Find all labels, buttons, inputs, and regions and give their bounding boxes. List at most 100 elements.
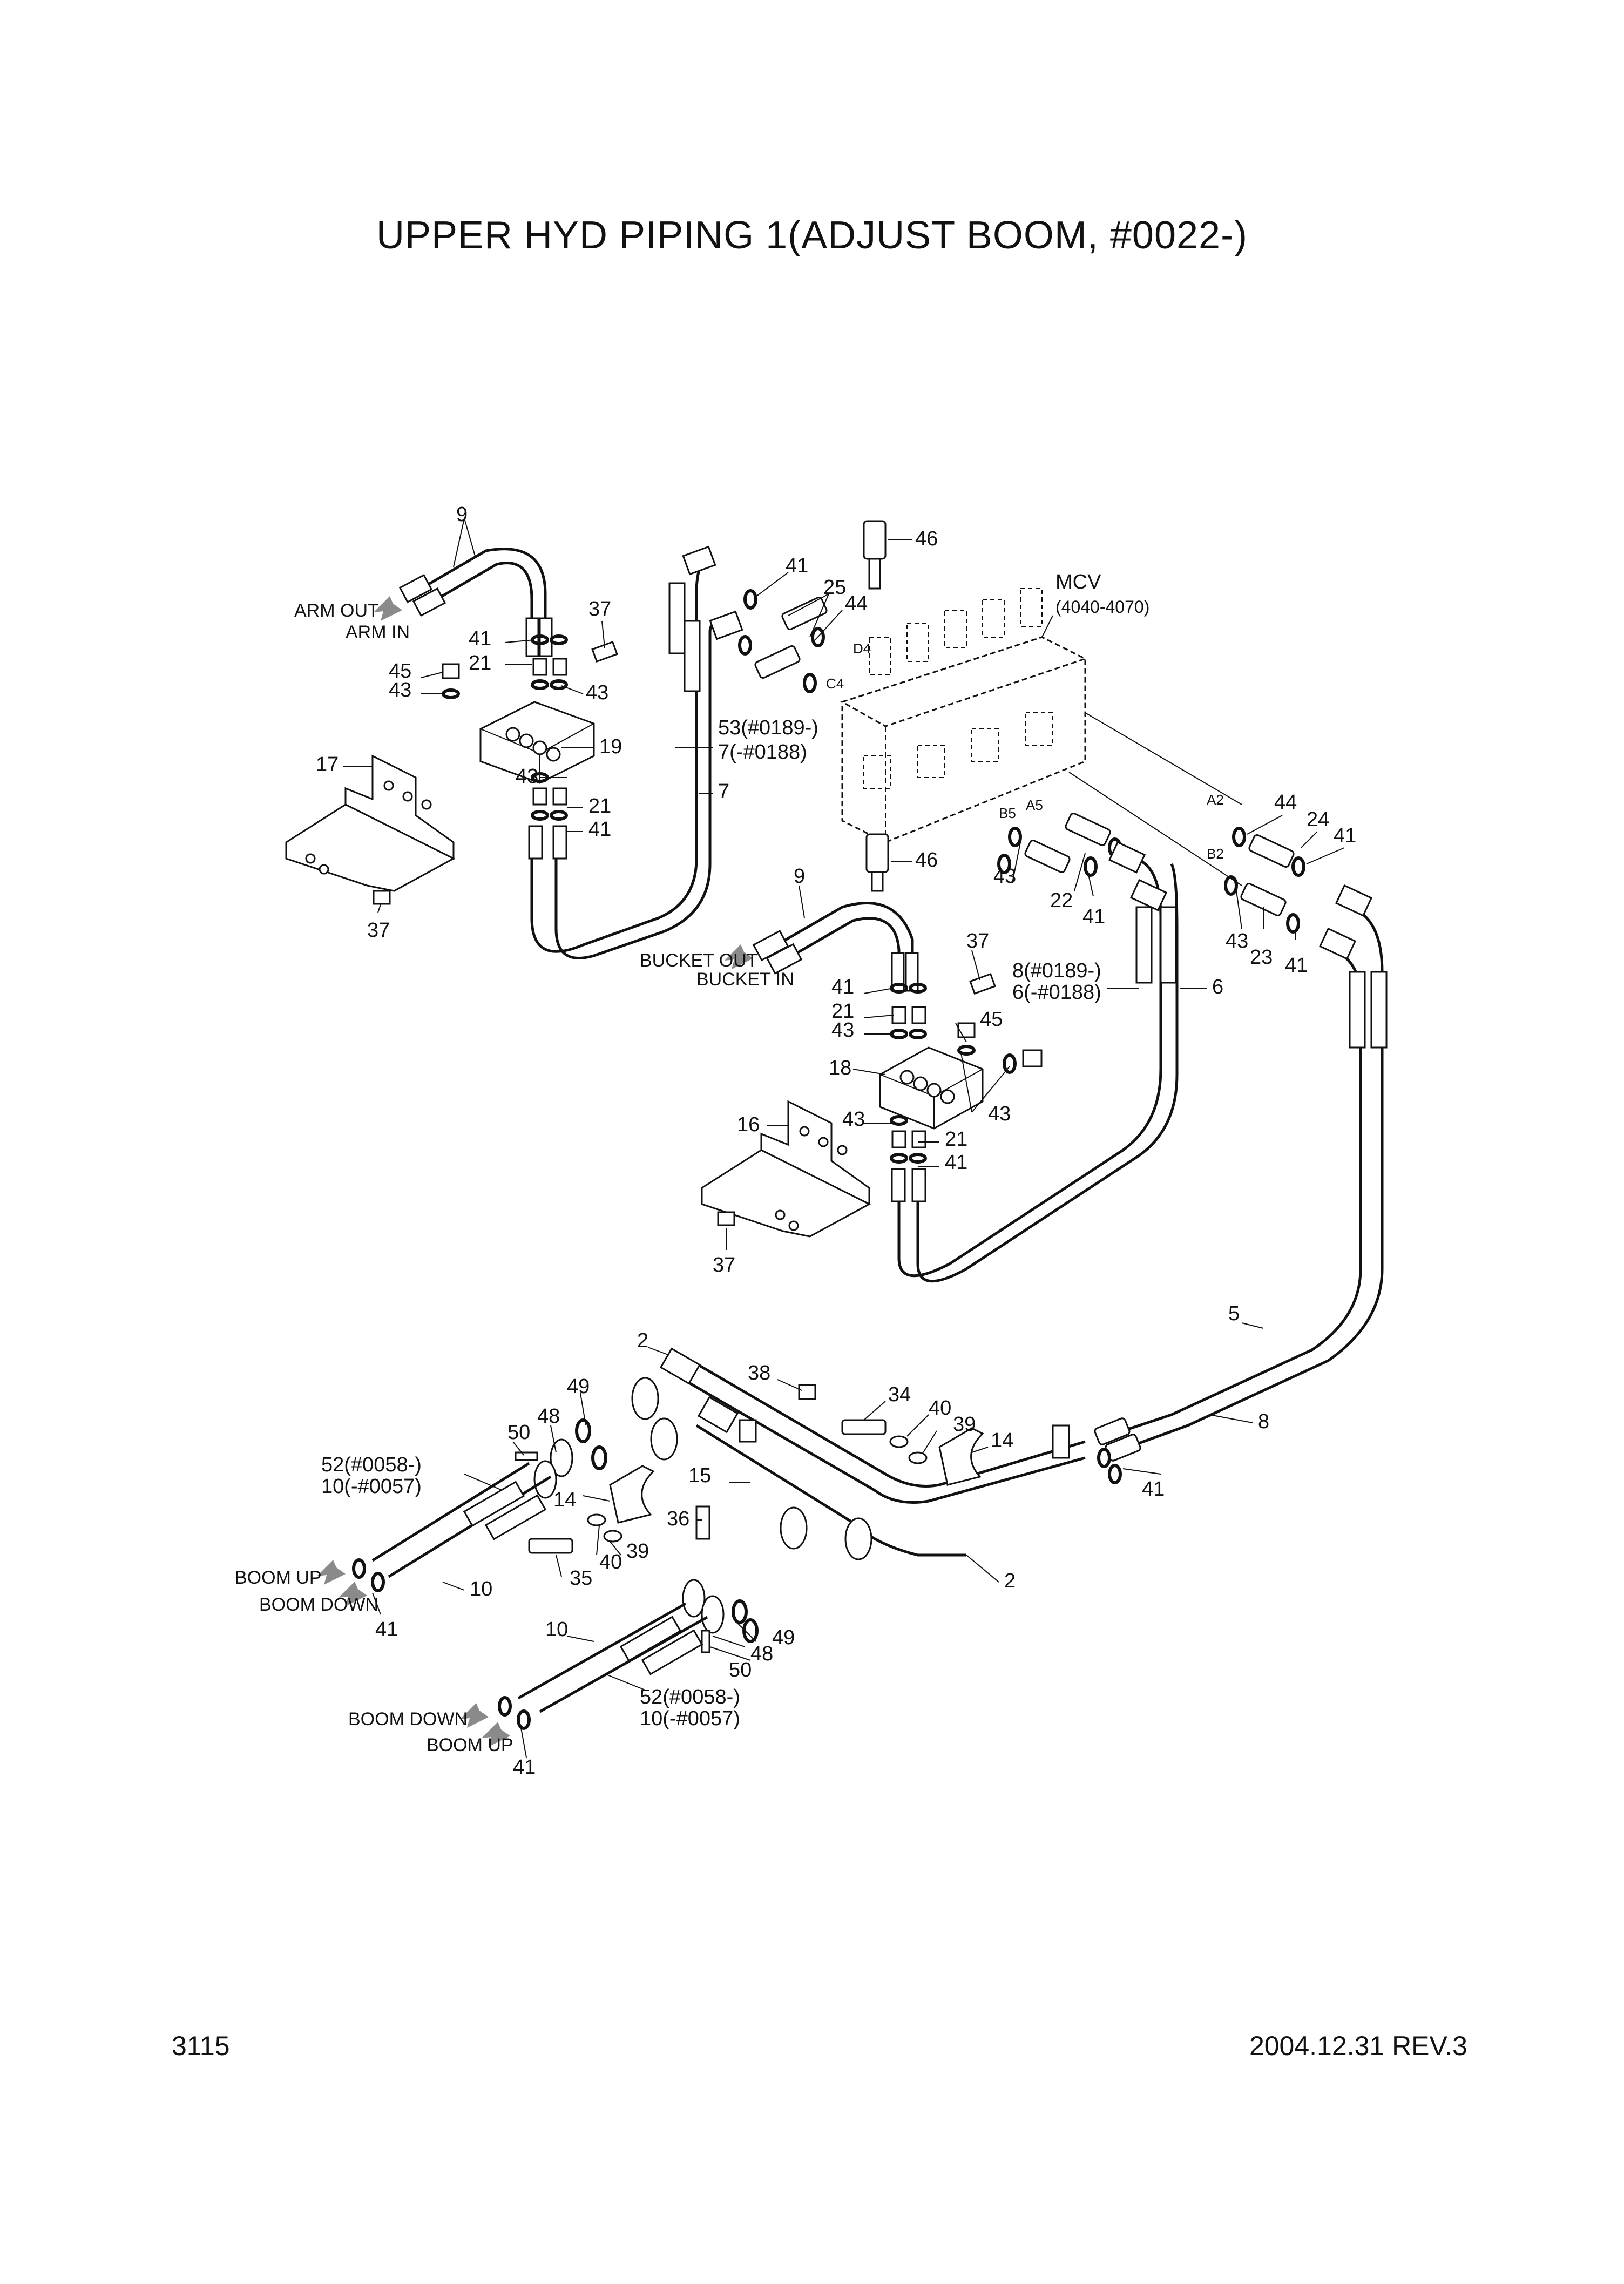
callout: 45 — [980, 1008, 1003, 1031]
label-boom-down-bottom: BOOM DOWN — [348, 1709, 468, 1729]
callout: 37 — [966, 930, 989, 952]
bracket-16 — [701, 1100, 871, 1238]
callout: 41 — [945, 1151, 967, 1174]
flanges-lower — [682, 1506, 872, 1653]
callout: 5 — [1228, 1302, 1240, 1325]
callout: 50 — [729, 1659, 752, 1681]
clamps-bolts — [528, 1384, 984, 1554]
callout: 43 — [988, 1103, 1011, 1125]
callout: 2 — [1004, 1570, 1016, 1592]
callout: 7 — [718, 780, 729, 803]
flow-labels: ARM OUT ARM IN BUCKET OUT BUCKET IN BOOM… — [235, 600, 794, 1755]
callout: 15 — [688, 1464, 711, 1487]
port-d4: D4 — [853, 640, 871, 657]
port-b5: B5 — [999, 805, 1016, 821]
callout: 43 — [831, 1019, 854, 1042]
callout: 6(-#0188) — [1012, 981, 1101, 1004]
callout: 37 — [713, 1254, 735, 1276]
callout: 9 — [456, 503, 468, 526]
label-boom-up-bottom: BOOM UP — [427, 1735, 513, 1755]
label-arm-out: ARM OUT — [294, 600, 379, 621]
callout: 24 — [1307, 808, 1329, 831]
mcv-model: (4040-4070) — [1055, 597, 1149, 617]
callout: 37 — [367, 919, 390, 942]
label-bucket-in: BUCKET IN — [696, 969, 794, 990]
callout: 49 — [567, 1375, 590, 1398]
revision-info: 2004.12.31 REV.3 — [1249, 2031, 1467, 2061]
steel-pipes-2 — [659, 1347, 1086, 1557]
distribution-block-18 — [879, 1022, 1043, 1130]
callout: 10 — [545, 1618, 568, 1641]
callout: 21 — [469, 652, 491, 674]
callout: 23 — [1250, 946, 1273, 969]
label-bucket-out: BUCKET OUT — [640, 950, 758, 971]
page-title: UPPER HYD PIPING 1(ADJUST BOOM, #0022-) — [376, 214, 1248, 257]
callout: 52(#0058-) — [321, 1454, 422, 1476]
mcv-adapters-right — [997, 813, 1305, 934]
callout: 10 — [470, 1578, 492, 1600]
callout: 21 — [945, 1128, 967, 1151]
callout: 8(#0189-) — [1012, 959, 1101, 982]
callout: 45 — [389, 660, 411, 683]
bracket-17 — [285, 754, 456, 892]
callout: 41 — [831, 976, 854, 998]
callout: 41 — [1334, 825, 1356, 847]
callout: 6 — [1212, 976, 1223, 998]
port-c4: C4 — [826, 675, 844, 692]
port-a2: A2 — [1207, 792, 1224, 808]
mcv-label: MCV — [1055, 571, 1101, 593]
callout: 41 — [469, 627, 491, 650]
callout: 35 — [570, 1567, 592, 1590]
callout: 10(-#0057) — [321, 1475, 422, 1498]
callout: 10(-#0057) — [640, 1707, 740, 1730]
hose-7-pair — [530, 545, 743, 959]
solenoid-valve-top — [863, 520, 912, 590]
callout: 43 — [842, 1108, 865, 1131]
callout: 44 — [1274, 791, 1297, 814]
callout: 46 — [915, 528, 938, 550]
callout: 21 — [588, 795, 611, 817]
callout: 38 — [748, 1362, 770, 1384]
callout: 46 — [915, 849, 938, 871]
callout: 52(#0058-) — [640, 1686, 740, 1708]
callout: 53(#0189-) — [718, 717, 818, 739]
callout: 34 — [888, 1383, 911, 1406]
mcv-valve-block: MCV (4040-4070) D4 C4 B5 A5 A2 B2 — [826, 571, 1242, 886]
callout: 7(-#0188) — [718, 741, 807, 763]
hose-6-pair — [897, 841, 1179, 1283]
fitting-stack-upper-left — [373, 634, 618, 905]
hose-5-8-long — [1094, 884, 1388, 1484]
callout: 41 — [375, 1618, 398, 1641]
callout: 43 — [586, 681, 608, 704]
callout: 50 — [508, 1421, 530, 1444]
callout: 43 — [389, 679, 411, 701]
callout: 17 — [316, 753, 339, 776]
callout: 41 — [513, 1756, 536, 1779]
callout: 41 — [588, 818, 611, 841]
label-boom-up-left: BOOM UP — [235, 1567, 322, 1588]
callout: 39 — [953, 1413, 976, 1436]
callout: 40 — [929, 1397, 951, 1420]
solenoid-valve-bottom — [865, 833, 912, 892]
callout: 41 — [1142, 1478, 1165, 1501]
callout: 44 — [845, 592, 868, 615]
callout: 9 — [794, 865, 805, 888]
flanges-upper — [515, 1377, 678, 1499]
callout: 14 — [991, 1429, 1013, 1452]
label-arm-in: ARM IN — [346, 622, 410, 643]
callout: 39 — [626, 1540, 649, 1563]
callout: 41 — [786, 555, 808, 577]
callout: 8 — [1258, 1410, 1269, 1433]
distribution-block-19 — [479, 701, 595, 784]
callout: 37 — [588, 598, 611, 620]
callout: 43 — [1226, 930, 1248, 952]
callout: 43 — [993, 865, 1016, 888]
callout: 14 — [553, 1489, 576, 1511]
port-b2: B2 — [1207, 846, 1224, 862]
callout: 19 — [599, 735, 622, 758]
arm-hoses — [374, 548, 553, 657]
callout: 25 — [823, 576, 846, 599]
callout: 2 — [637, 1329, 648, 1352]
callout: 40 — [599, 1551, 622, 1573]
